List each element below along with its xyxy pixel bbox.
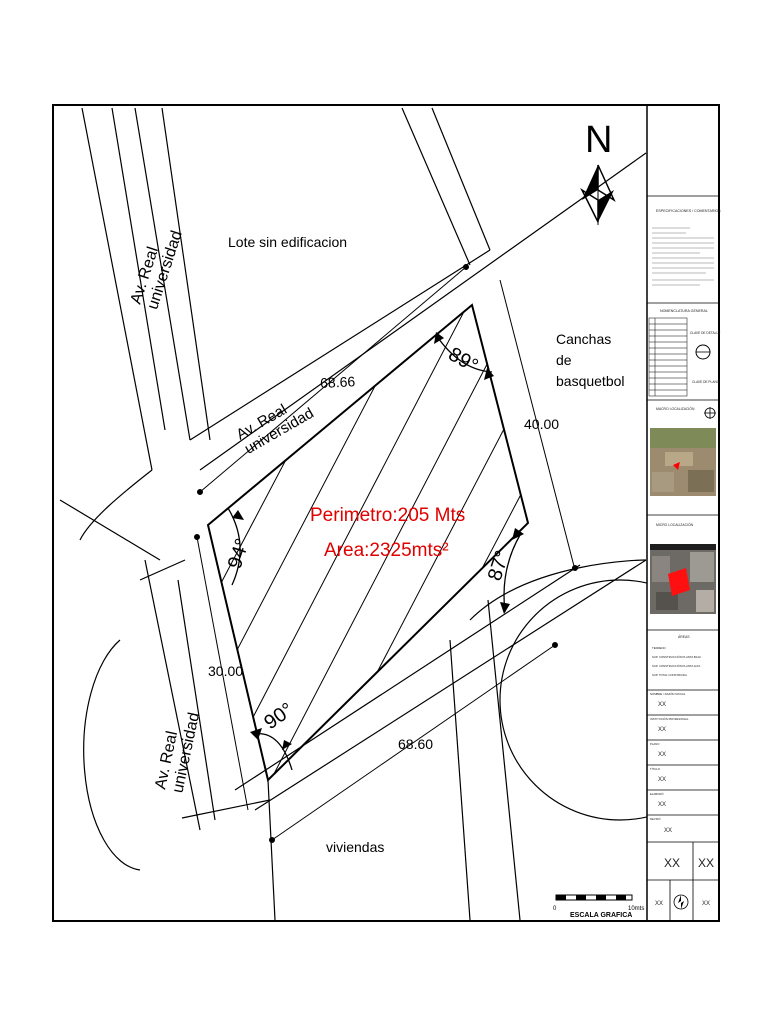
macro-location-map: [650, 428, 716, 496]
drawing-area: N Av. Realuniversidad Av. Realuniversida…: [59, 107, 647, 920]
areas-row-3: SUP. CONSTRUCCIÓN PLANTA ALTA: [652, 663, 700, 668]
detail-key: CLAVE DE DETALLE: [690, 331, 720, 335]
notes-title: ESPECIFICACIONES / COMENTARIOS: [656, 209, 721, 213]
field-6-label: REVISÓ: [650, 816, 661, 821]
field-2-label: INSTITUCIÓN PROFESIONAL: [650, 716, 689, 721]
areas-row-4: SUP. TOTAL CONSTRUIDA: [652, 673, 687, 677]
text-line: de: [556, 352, 572, 368]
angle-bottom-left: 90°: [260, 699, 297, 734]
neighbor-south: viviendas: [326, 839, 384, 855]
areas-title: ÁREAS: [678, 635, 690, 639]
area-label: Area:2325mts²: [324, 540, 449, 561]
field-5-value: XX: [658, 802, 666, 808]
notes-text-lines: [652, 227, 714, 286]
street-lines: [59, 107, 647, 920]
field-3-label: PLANO: [650, 742, 660, 746]
scale-bar: 0 10mts ESCALA GRAFICA: [553, 894, 644, 919]
north-label: N: [585, 119, 612, 161]
field-4-label: TÍTULO: [650, 767, 661, 771]
dimension-bottom: 68.60: [398, 736, 433, 752]
field-1-value: XX: [658, 702, 666, 708]
macro-location-title: MACRO LOCALIZACIÓN: [656, 406, 695, 411]
sheet-code-left: XX: [664, 856, 680, 870]
scale-title: ESCALA GRAFICA: [570, 912, 632, 919]
scale-start: 0: [553, 906, 557, 912]
nomenclature-table: [648, 317, 688, 397]
dimension-right: 40.00: [524, 416, 559, 432]
dimension-left: 30.00: [208, 663, 243, 679]
angle-bottom-right: 87°: [484, 548, 514, 584]
perimeter-label: Perimetro:205 Mts: [310, 505, 465, 526]
field-1-label: NOMBRE / RAZÓN SOCIAL: [650, 691, 686, 696]
text-line: basquetbol: [556, 373, 625, 389]
areas-row-2: SUP. CONSTRUCCIÓN PLANTA BAJA: [652, 654, 701, 659]
dimension-lines: [194, 264, 578, 843]
title-block: ESPECIFICACIONES / COMENTARIOS NOMENCLAT…: [647, 195, 721, 921]
sheet-code-right: XX: [698, 856, 714, 870]
macro-compass-icon: [704, 407, 716, 419]
angle-top-right: 89°: [445, 343, 482, 377]
areas-row-1: TERRENO: [652, 646, 666, 650]
lot-boundary: [206, 303, 530, 782]
field-5-label: ELABORÓ: [650, 791, 664, 796]
text-line: Canchas: [556, 331, 611, 347]
neighbor-north: Lote sin edificacion: [228, 234, 347, 250]
footer-scale: XX: [655, 901, 663, 907]
north-arrow-icon: [580, 164, 616, 225]
sheet-border: [52, 104, 720, 922]
micro-location-map: [650, 544, 716, 614]
footer-compass-icon: [673, 894, 689, 910]
neighbor-east: Canchas de basquetbol: [556, 331, 625, 389]
plan-key: CLAVE DE PLANO: [692, 380, 720, 384]
field-4-value: XX: [658, 777, 666, 783]
field-3-value: XX: [658, 752, 666, 758]
angle-top-left: 94°: [224, 536, 254, 572]
angle-arrowheads: [232, 332, 524, 750]
street-label-center: Av. Realuniversidad: [234, 390, 317, 458]
footer-sheet: XX: [702, 901, 710, 907]
field-2-value: XX: [658, 727, 666, 733]
scale-end: 10mts: [628, 906, 644, 912]
micro-location-title: MICRO LOCALIZACIÓN: [656, 522, 694, 527]
dimension-top: 68.66: [320, 373, 356, 391]
svg-text:Av. Realuniversidad: Av. Realuniversidad: [234, 390, 317, 457]
nomenclature-title: NOMENCLATURA GENERAL: [660, 309, 708, 313]
field-6-value: XX: [664, 828, 672, 834]
